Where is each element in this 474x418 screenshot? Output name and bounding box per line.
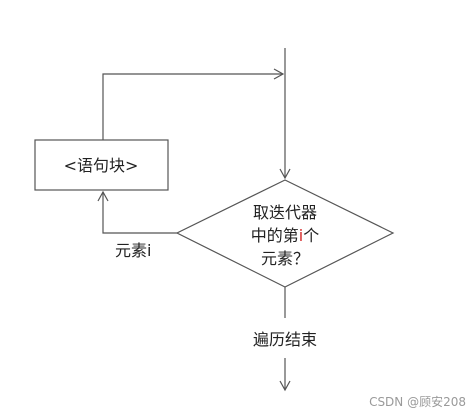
element-edge-label: 元素i bbox=[115, 241, 151, 260]
loop-back-line bbox=[102, 68, 285, 140]
decision-line2-prefix: 中的第 bbox=[251, 226, 299, 245]
decision-text-line3: 元素？ bbox=[261, 249, 309, 268]
statement-block-box bbox=[34, 139, 169, 191]
decision-index-highlight: i bbox=[299, 226, 303, 245]
decision-text-line1: 取迭代器 bbox=[253, 203, 317, 222]
end-label: 遍历结束 bbox=[253, 330, 317, 349]
watermark-text: CSDN @顾安208 bbox=[369, 394, 466, 409]
statement-block-label: <语句块> bbox=[64, 156, 139, 175]
decision-line2-suffix: 个 bbox=[303, 226, 319, 245]
decision-text-line2: 中的第i个 bbox=[251, 226, 319, 245]
element-flow-line bbox=[97, 190, 177, 234]
